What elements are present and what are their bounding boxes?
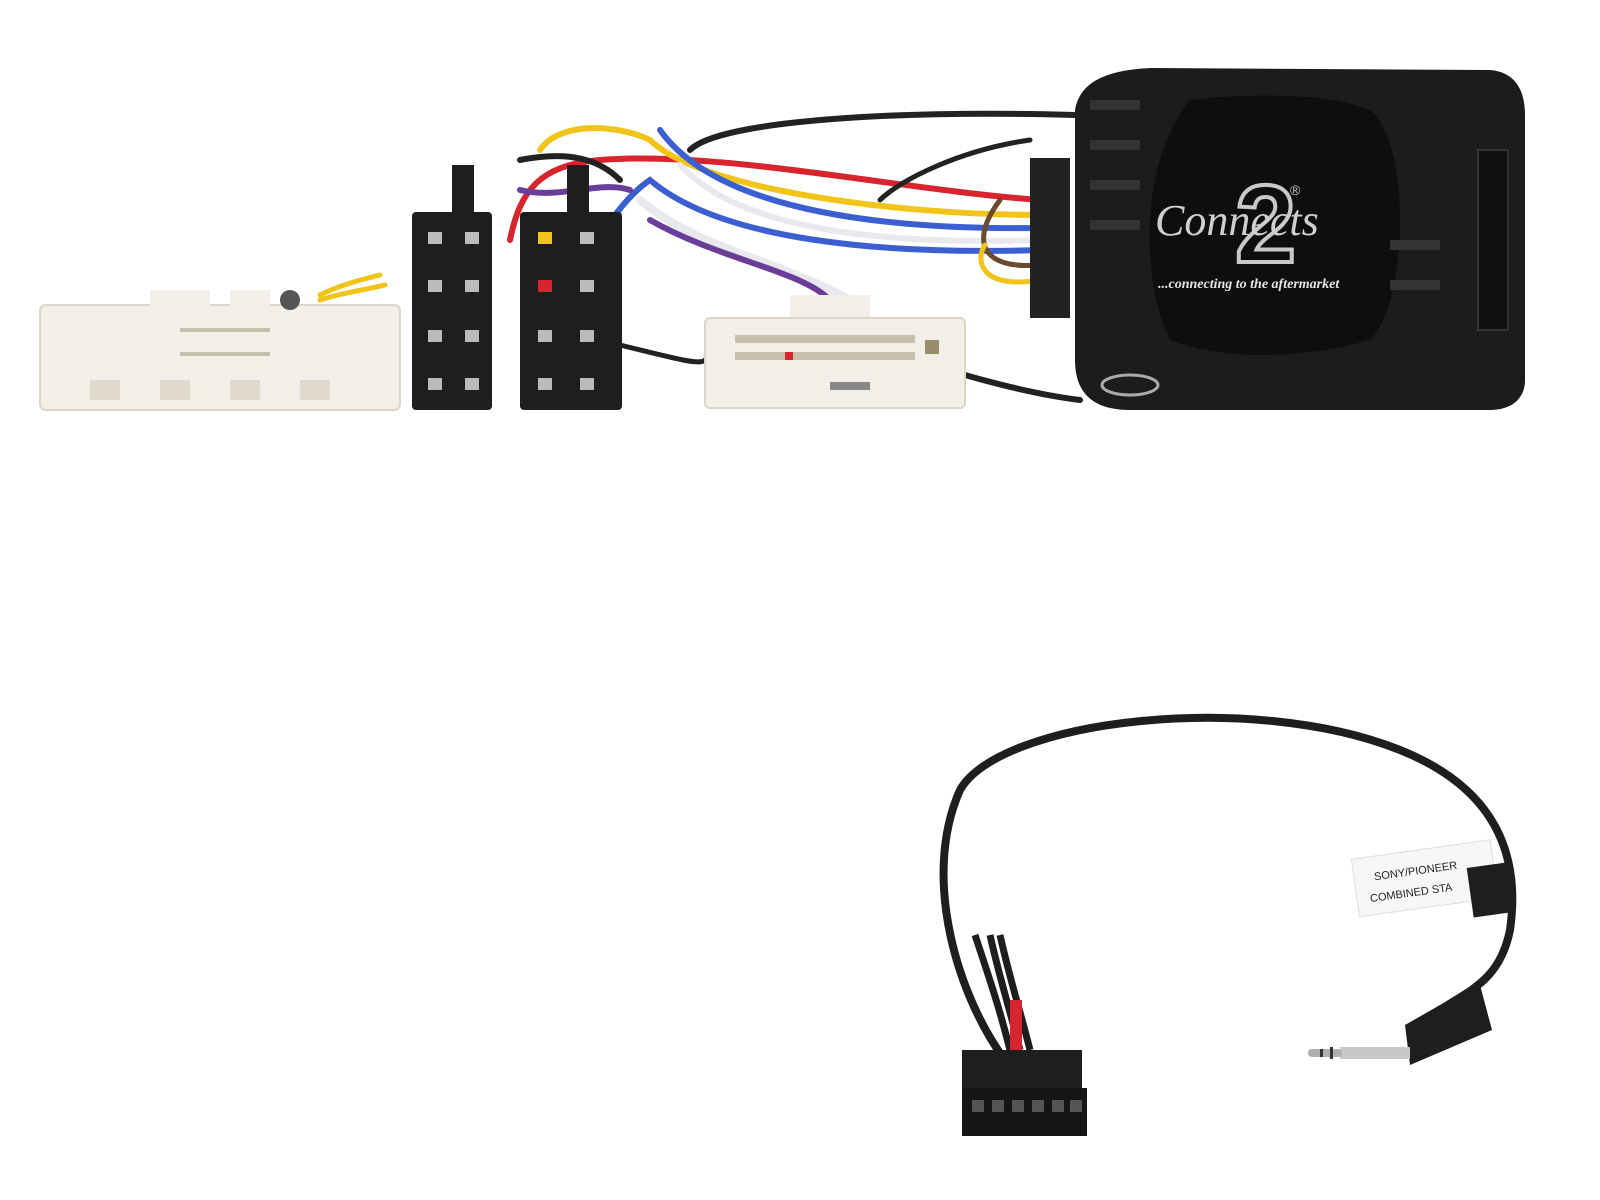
wire-harness — [317, 110, 1083, 403]
tagline: ...connecting to the aftermarket — [1158, 277, 1340, 292]
label-flag: SONY/PIONEER COMBINED STA — [1350, 839, 1499, 918]
audio-jack — [1308, 985, 1492, 1065]
logo-numeral: 2 — [1235, 163, 1296, 286]
twelve-pin-connector — [962, 1050, 1087, 1136]
white-connector-middle — [704, 295, 966, 409]
logo-text: Connects — [1155, 196, 1319, 245]
interface-module: 2 Connects ® ...connecting to the afterm… — [1030, 68, 1525, 410]
white-connector-left — [39, 290, 401, 411]
iso-connector-left — [412, 165, 492, 410]
registered-mark: ® — [1290, 182, 1301, 198]
iso-connector-right — [520, 165, 622, 410]
patch-lead: SONY/PIONEER COMBINED STA — [939, 713, 1517, 1136]
